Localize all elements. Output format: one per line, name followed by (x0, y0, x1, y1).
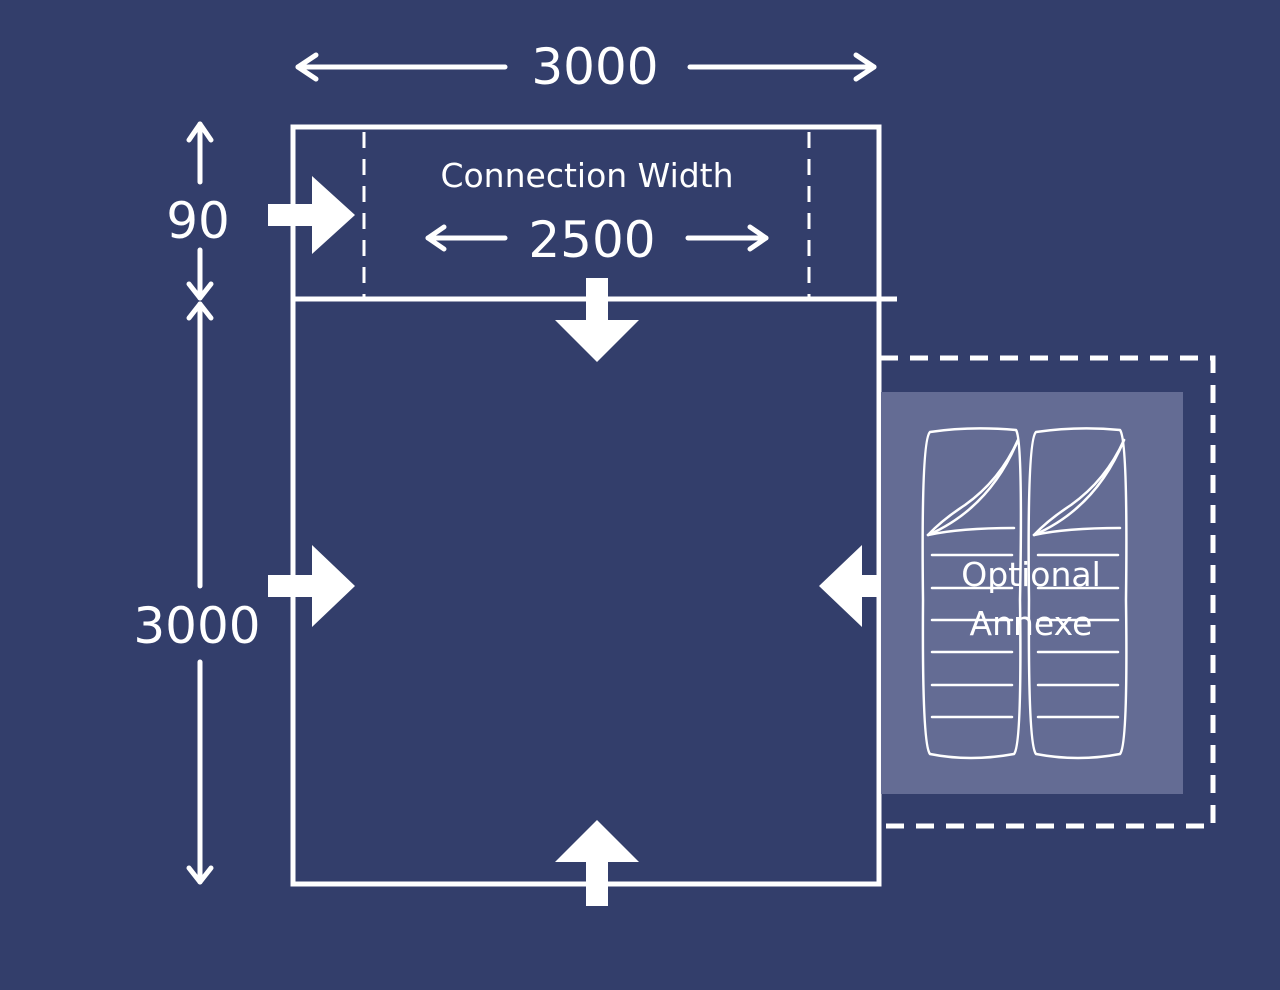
porch-depth-dimension (186, 121, 214, 301)
block-arrow-icon (819, 545, 906, 627)
block-arrow-icon (555, 820, 639, 906)
block-arrow-icon (268, 545, 355, 627)
connection-width-dimension (425, 224, 769, 252)
connection-width-title: Connection Width (440, 156, 733, 195)
sleeping-bag-icon (1027, 427, 1128, 760)
awning-depth-label: 3000 (133, 597, 260, 655)
annexe-label-line2: Annexe (970, 604, 1093, 643)
awning-depth-dimension (186, 301, 214, 885)
total-width-dimension (295, 52, 877, 82)
block-arrow-icon (555, 278, 639, 362)
connection-width-value: 2500 (528, 211, 655, 269)
annexe-label-line1: Optional (961, 555, 1101, 594)
total-width-label: 3000 (531, 38, 658, 96)
block-arrow-icon (268, 176, 355, 254)
sleeping-bag-icon (921, 427, 1023, 760)
porch-depth-label: 90 (166, 192, 230, 250)
annexe-dashed-outline (880, 355, 1216, 829)
